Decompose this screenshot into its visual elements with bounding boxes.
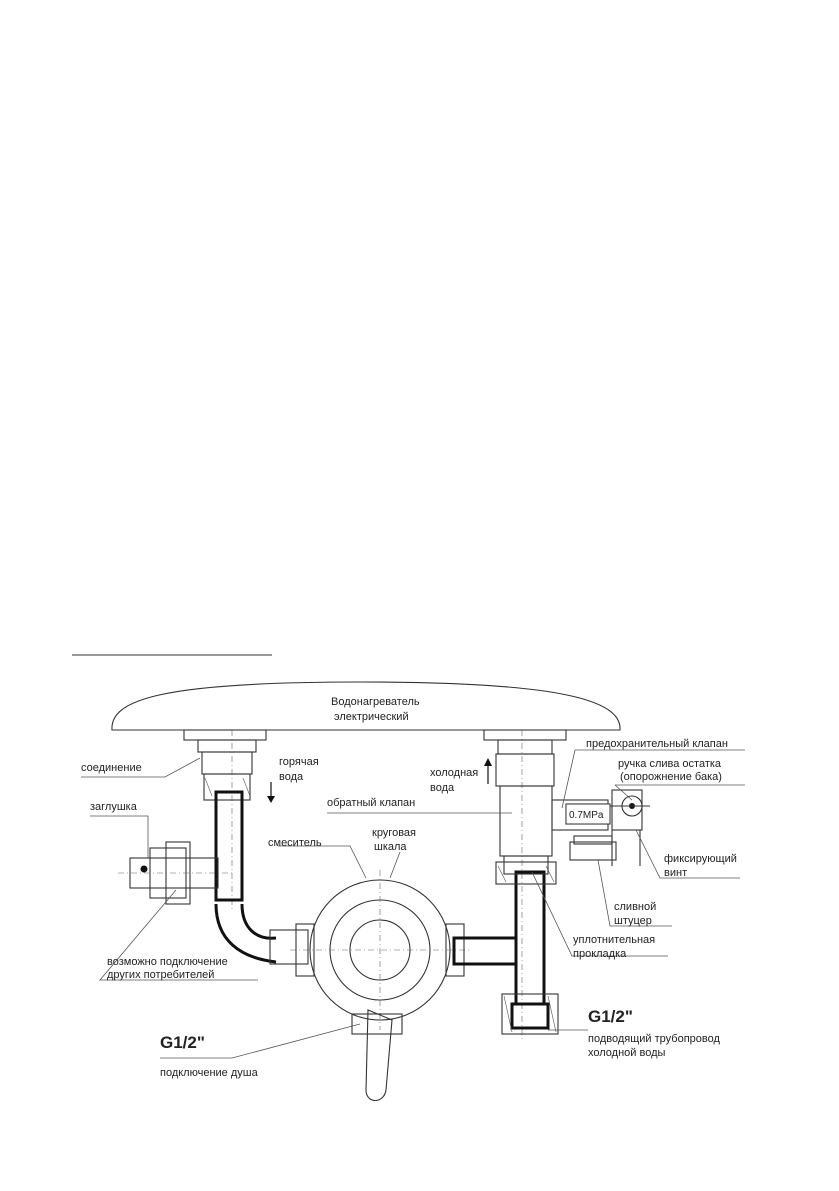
label-other-consumers-2: других потребителей [107, 969, 214, 981]
pressure-box [565, 803, 611, 825]
hot-water-pipe [214, 790, 309, 965]
label-heater: Водонагреватель [331, 696, 420, 708]
label-thread-left: G1/2" [160, 1033, 205, 1052]
cold-water-arrow [484, 758, 492, 784]
label-supply-pipe: подводящий трубопровод [588, 1033, 720, 1045]
label-plug: заглушка [90, 801, 138, 813]
label-cold-water: холодная [430, 767, 478, 779]
label-gasket-2: прокладка [573, 948, 627, 960]
label-check-valve: обратный клапан [327, 797, 415, 809]
label-fixing-screw: фиксирующий [664, 853, 737, 865]
label-supply-pipe-2: холодной воды [588, 1047, 665, 1059]
label-mixer: смеситель [268, 837, 322, 849]
label-gasket: уплотнительная [573, 934, 655, 946]
label-drain-fitting-2: штуцер [614, 915, 652, 927]
mixer [290, 870, 470, 1102]
label-round-scale-2: шкала [374, 841, 407, 853]
label-connection: соединение [81, 762, 142, 774]
heater-body [111, 681, 621, 1040]
leader-lines [81, 749, 745, 1059]
label-drain-fitting: сливной [614, 901, 656, 913]
plug-assembly [118, 841, 232, 905]
label-drain-handle: ручка слива остатка [618, 758, 722, 770]
label-cold-water-2: вода [430, 782, 455, 794]
label-fixing-screw-2: винт [664, 867, 687, 879]
label-heater-2: электрический [334, 711, 409, 723]
cold-branch-pipe [452, 870, 546, 1006]
label-drain-handle-2: (опорожнение бака) [620, 771, 722, 783]
label-hot-water: горячая [279, 756, 319, 768]
label-shower: подключение душа [160, 1067, 259, 1079]
cold-water-supply-pipe [501, 993, 559, 1035]
pressure-rating: 0.7MPa [569, 810, 604, 821]
label-round-scale: круговая [372, 827, 416, 839]
hot-water-arrow [267, 782, 275, 803]
label-thread-right: G1/2" [588, 1007, 633, 1026]
label-hot-water-2: вода [279, 771, 304, 783]
label-safety-valve: предохранительный клапан [586, 738, 728, 750]
label-other-consumers: возможно подключение [107, 956, 228, 968]
left-connection-fitting [183, 729, 267, 801]
